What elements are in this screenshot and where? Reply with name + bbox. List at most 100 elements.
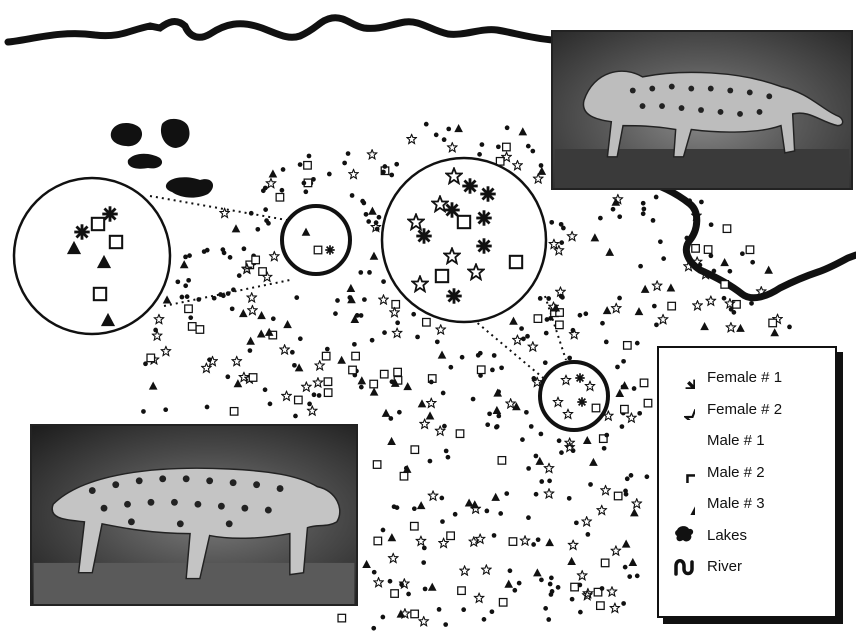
location-dot (196, 297, 202, 302)
location-dot (569, 596, 575, 602)
location-dot (363, 211, 369, 217)
location-dot (236, 273, 242, 278)
male1-point (221, 257, 227, 267)
male1-point (405, 329, 411, 339)
location-dot (560, 294, 565, 300)
male2-point (570, 582, 579, 592)
male2-point (321, 351, 331, 361)
male3-point (387, 436, 396, 445)
male1-point (346, 208, 352, 218)
male3-point (148, 381, 158, 390)
location-dot (421, 545, 427, 551)
male1-point (420, 356, 426, 366)
location-dot (183, 283, 189, 289)
male2-point (497, 455, 507, 465)
female1-icon (673, 365, 707, 391)
male1-point (508, 337, 514, 348)
jaguar-illustration (554, 70, 850, 188)
female2-point (626, 412, 637, 423)
male2-point (456, 214, 472, 230)
location-dot (186, 277, 191, 283)
location-dot (526, 466, 531, 471)
female2-point (543, 488, 555, 499)
male1-point (617, 511, 623, 522)
zoom-circle-small (280, 204, 352, 276)
location-dot (525, 333, 530, 339)
male1-point (466, 574, 472, 584)
location-dot (349, 193, 355, 198)
location-dot (699, 199, 704, 205)
male1-point (584, 250, 590, 261)
location-dot (570, 327, 576, 333)
location-dot (306, 153, 312, 159)
male1-point (450, 371, 456, 382)
male2-point (446, 531, 456, 541)
male2-point (722, 224, 732, 234)
female2-point (246, 292, 257, 303)
male1-point (489, 434, 495, 444)
location-dot (549, 575, 554, 581)
location-dot (434, 339, 440, 345)
location-dot (640, 200, 646, 206)
female1-point (574, 372, 586, 384)
male1-point (422, 389, 428, 400)
male2-point (108, 234, 124, 250)
male1-point (293, 308, 299, 318)
location-dot (294, 295, 300, 300)
male1-point (504, 505, 509, 516)
female2-point (153, 313, 165, 325)
male1-point (625, 600, 631, 610)
location-dot (637, 410, 643, 416)
male1-point (359, 412, 364, 422)
male1-point (192, 360, 198, 370)
male2-point (620, 404, 629, 414)
male1-point (670, 290, 676, 301)
location-dot (603, 339, 609, 345)
location-dot (380, 527, 386, 533)
female1-point (415, 227, 433, 245)
female2-point (373, 577, 384, 588)
location-dot (731, 310, 737, 315)
male3-point (770, 328, 779, 337)
male2-point (184, 304, 193, 314)
location-dot (610, 206, 616, 212)
male1-point (462, 614, 468, 625)
male2-point (457, 586, 466, 596)
male1-point (363, 185, 368, 195)
male3-point (582, 435, 592, 445)
male3-point (337, 355, 346, 364)
male1-point (493, 456, 499, 466)
location-dot (415, 334, 420, 340)
location-dot (352, 341, 357, 347)
male3-point (537, 166, 547, 175)
male1-point (220, 384, 225, 395)
location-dot (382, 330, 387, 335)
location-dot (255, 226, 261, 232)
male1-point (514, 356, 519, 367)
male1-point (586, 290, 592, 300)
male3-point (589, 457, 598, 466)
location-dot (544, 317, 550, 322)
female2-point (606, 586, 618, 597)
male1-point (493, 477, 499, 487)
map-legend: Female # 1 Female # 2 Male # 1 Male # 2 … (657, 346, 837, 618)
location-dot (183, 254, 188, 260)
legend-item-lakes: Lakes (673, 520, 835, 552)
location-dot (661, 256, 667, 261)
male2-point (146, 353, 156, 363)
male2-point (390, 589, 399, 598)
location-dot (588, 482, 593, 487)
male2-point (399, 471, 409, 481)
male1-point (595, 610, 601, 620)
location-dot (428, 379, 434, 385)
male3-point (427, 582, 437, 591)
location-dot (740, 251, 745, 257)
location-dot (335, 298, 340, 303)
location-dot (708, 253, 714, 259)
location-dot (623, 491, 629, 497)
female2-point (581, 516, 592, 527)
location-dot (188, 315, 194, 321)
location-dot (360, 198, 365, 204)
location-dot (270, 316, 276, 322)
male1-point (477, 465, 483, 475)
